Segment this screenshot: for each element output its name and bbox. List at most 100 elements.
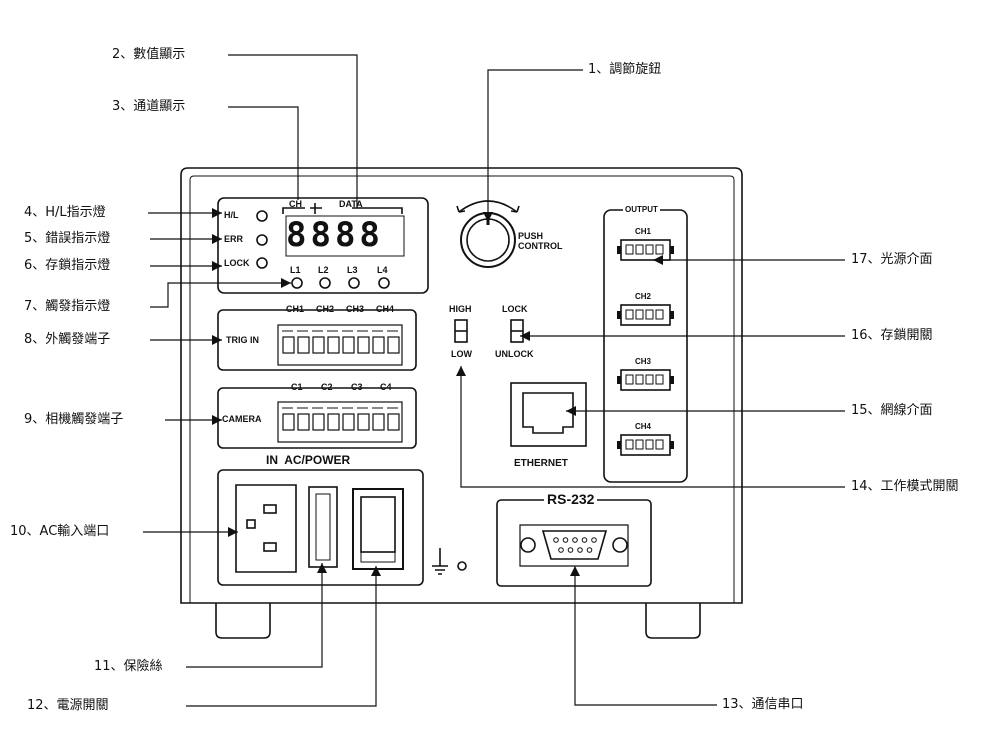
db9-pin <box>581 537 588 543</box>
l2-label: L2 <box>318 265 329 275</box>
callout-17: 17、光源介面 <box>851 252 933 267</box>
output-connector-pin <box>645 244 654 255</box>
l4-led <box>378 277 390 289</box>
output-connector-pin <box>635 309 644 320</box>
ac-pin-2 <box>263 504 277 514</box>
output-ch3-label: CH3 <box>635 357 652 366</box>
trig-terminal-screw <box>387 336 400 354</box>
db9-pin <box>562 537 569 543</box>
output-connector-pin <box>645 374 654 385</box>
cam-c3-label: C3 <box>351 382 363 392</box>
camera-terminal-screw <box>297 413 310 431</box>
callout-16: 16、存鎖開關 <box>851 328 933 343</box>
callout-15: 15、網線介面 <box>851 403 933 418</box>
fuse-holder <box>308 486 338 568</box>
camera-terminal-screw <box>372 413 385 431</box>
trig-terminal-screw <box>327 336 340 354</box>
camera-terminal-screw <box>282 413 295 431</box>
rs232-label: RS-232 <box>544 492 598 506</box>
output-connector-pin <box>635 244 644 255</box>
enclosure-inner-edge <box>189 175 735 603</box>
leader-arrowheads <box>212 208 663 576</box>
trig-ch2-label: CH2 <box>316 304 335 314</box>
right-foot <box>645 603 701 639</box>
camera-terminal-block <box>277 401 403 443</box>
err-led <box>256 234 268 246</box>
hl-label: H/L <box>224 210 239 220</box>
callout-12: 12、電源開關 <box>27 698 109 713</box>
rs232-plate <box>519 524 629 567</box>
leader-14 <box>460 366 845 488</box>
ethernet-jack <box>522 392 574 434</box>
db9-pin <box>553 537 559 543</box>
segment-display-frame <box>285 215 405 257</box>
output-connector-pin <box>645 309 654 320</box>
callout-13: 13、通信串口 <box>722 697 804 712</box>
output-label: OUTPUT <box>623 205 660 214</box>
cam-c4-label: C4 <box>380 382 392 392</box>
left-foot <box>215 603 271 639</box>
cam-c2-label: C2 <box>321 382 333 392</box>
camera-terminal-screw <box>342 413 355 431</box>
ac-power-box <box>217 469 424 586</box>
leader-13 <box>574 566 717 706</box>
control-label: CONTROL <box>518 241 563 251</box>
cam-c1-label: C1 <box>291 382 303 392</box>
l4-label: L4 <box>377 265 388 275</box>
low-label: LOW <box>451 349 472 359</box>
in-ac-power-label: IN AC/POWER <box>266 453 351 467</box>
leader-lines <box>143 54 845 707</box>
leader-12 <box>186 566 377 707</box>
leader-2 <box>228 54 358 208</box>
trig-in-label: TRIG IN <box>226 335 259 345</box>
trig-terminal-block <box>277 324 403 366</box>
db9-pin <box>591 537 597 543</box>
control-knob-inner <box>466 218 510 262</box>
output-connector-pin <box>625 439 634 450</box>
output-connector-tab <box>617 376 621 384</box>
power-switch-outer <box>352 488 404 570</box>
leader-11 <box>186 563 323 668</box>
lock-label: LOCK <box>224 258 250 268</box>
camera-terminal-screw <box>387 413 400 431</box>
output-connector-pin <box>625 309 634 320</box>
output-connector-tab <box>670 376 674 384</box>
push-label: PUSH <box>518 231 544 241</box>
ch-data-bracket <box>282 207 403 214</box>
callout-9: 9、相機觸發端子 <box>24 412 124 427</box>
ac-socket <box>235 484 297 573</box>
l1-label: L1 <box>290 265 301 275</box>
l1-led <box>291 277 303 289</box>
switch-lock-label: LOCK <box>502 304 528 314</box>
trig-terminal-screw <box>282 336 295 354</box>
leader-7 <box>150 282 291 308</box>
camera-terminal-screw <box>357 413 370 431</box>
leader-3 <box>228 106 299 200</box>
db9-pin <box>567 547 574 553</box>
db9-pin <box>572 537 578 543</box>
output-ch1-label: CH1 <box>635 227 652 236</box>
ac-pin-1 <box>246 519 256 529</box>
output-connector-pin <box>655 244 664 255</box>
output-connector-pin <box>655 439 664 450</box>
trig-ch4-label: CH4 <box>376 304 395 314</box>
callout-2: 2、數值顯示 <box>112 47 186 62</box>
diagram-fills <box>282 213 674 553</box>
camera-terminal-screw <box>312 413 325 431</box>
rs232-screw-right <box>612 537 628 553</box>
callout-8: 8、外觸發端子 <box>24 332 111 347</box>
output-connector-pin <box>645 439 654 450</box>
output-connector-pin <box>635 374 644 385</box>
rs232-screw-left <box>520 537 536 553</box>
callout-5: 5、錯誤指示燈 <box>24 231 111 246</box>
callout-6: 6、存鎖指示燈 <box>24 258 111 273</box>
output-ch2-label: CH2 <box>635 292 652 301</box>
output-connector-tab <box>617 311 621 319</box>
lock-led <box>256 257 268 269</box>
ground-terminal <box>457 561 467 571</box>
unlock-label: UNLOCK <box>495 349 534 359</box>
callout-11: 11、保險絲 <box>94 659 163 674</box>
data-label: DATA <box>339 199 363 209</box>
